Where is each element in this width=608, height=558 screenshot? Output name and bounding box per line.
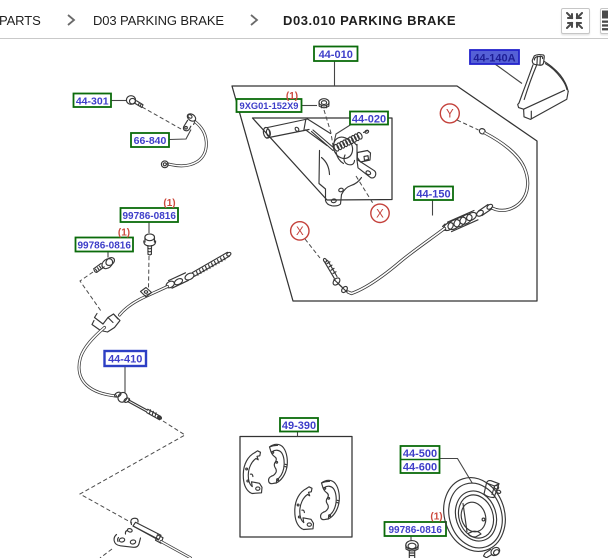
svg-text:44-010: 44-010 (319, 49, 353, 61)
svg-text:66-840: 66-840 (134, 135, 167, 147)
svg-text:X: X (296, 226, 304, 238)
svg-text:9XG01-152X9: 9XG01-152X9 (240, 101, 299, 111)
svg-text:49-390: 49-390 (282, 420, 316, 432)
svg-text:44-600: 44-600 (403, 461, 437, 473)
svg-text:44-140A: 44-140A (473, 52, 515, 64)
svg-text:(1): (1) (118, 228, 130, 239)
svg-text:44-020: 44-020 (352, 113, 386, 125)
svg-text:44-410: 44-410 (108, 354, 142, 366)
svg-text:(1): (1) (430, 512, 442, 523)
svg-text:44-150: 44-150 (416, 189, 450, 201)
svg-text:99786-0816: 99786-0816 (123, 211, 177, 222)
svg-text:(1): (1) (163, 198, 175, 209)
svg-text:99786-0816: 99786-0816 (78, 241, 132, 252)
svg-text:99786-0816: 99786-0816 (389, 525, 443, 536)
svg-text:X: X (376, 209, 384, 221)
svg-text:(1): (1) (286, 91, 298, 102)
svg-text:44-301: 44-301 (76, 95, 109, 107)
svg-text:Y: Y (446, 109, 454, 121)
svg-text:44-500: 44-500 (403, 448, 437, 460)
